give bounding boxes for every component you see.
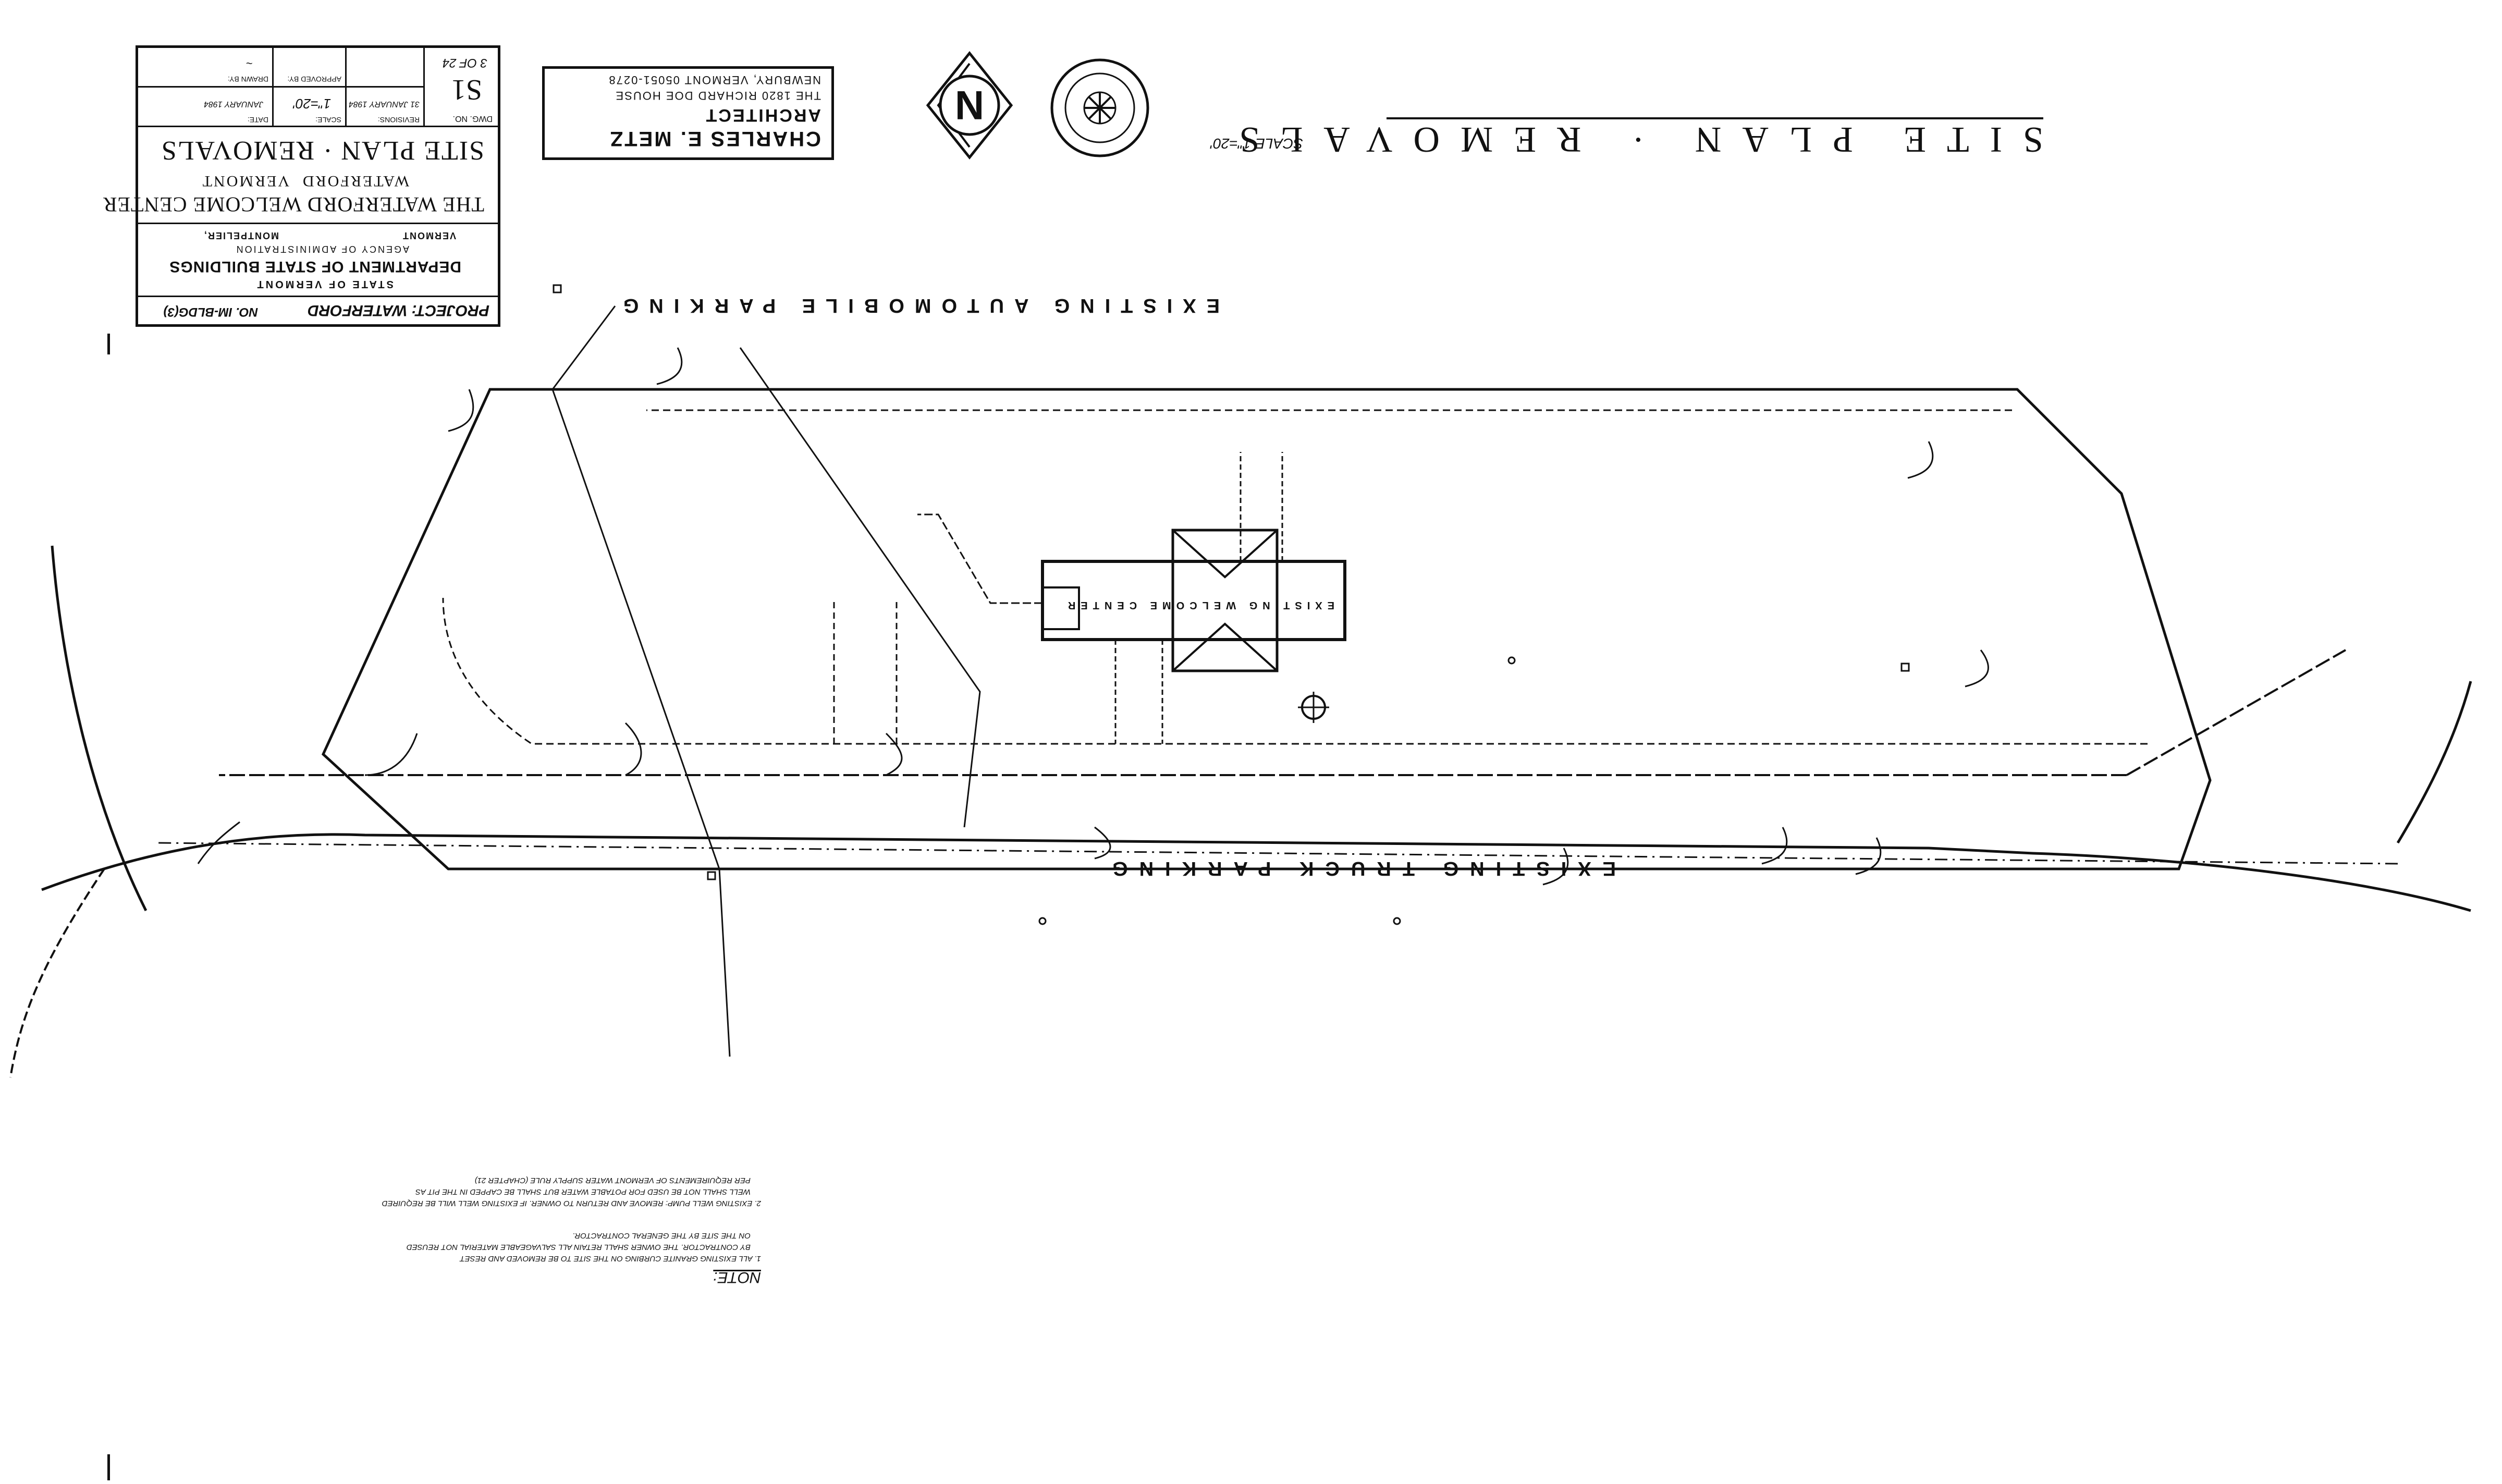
revisions-label: REVISIONS: [377,116,420,124]
walk-to-lot [1114,640,1163,744]
agency-label: AGENCY OF ADMINISTRATION [235,244,409,254]
title-underline [1387,117,2043,119]
utility-pole-line [551,305,731,1057]
walk-to-truck [1240,452,1283,561]
note-1-line-2: BY CONTRACTOR. THE OWNER SHALL RETAIN AL… [406,1243,751,1252]
water-service-line [917,513,1042,604]
margin-tick [107,1454,110,1480]
note-1-line-3: ON THE SITE BY THE GENERAL CONTRACTOR. [572,1231,751,1240]
manhole-cross [1298,692,1329,723]
architect-address-2: NEWBURY, VERMONT 05051-0278 [608,73,821,87]
sheet-title: SITE PLAN · REMOVALS [160,136,484,165]
architect-seal [1050,58,1149,157]
sheet-count: 3 OF 24 [442,56,487,70]
margin-tick [107,334,110,354]
auto-parking-label: EXISTING AUTOMOBILE PARKING [612,295,1220,316]
department-label: DEPARTMENT OF STATE BUILDINGS [169,258,461,275]
north-arrow: N [926,51,1013,160]
project-label: PROJECT: WATERFORD [308,302,489,319]
note-2-line-2: WELL SHALL NOT BE USED FOR POTABLE WATER… [415,1187,751,1196]
auto-lot-curve-right [9,868,105,1078]
access-road-edge [41,833,2471,912]
note-2-line-1: 2. EXISTING WELL PUMP: REMOVE AND RETURN… [382,1199,761,1208]
wing-roof-lines [1172,529,1278,672]
info-grid: DWG. NO. S1 3 OF 24 REVISIONS: 31 JANUAR… [138,48,498,127]
light-pole [1393,917,1401,925]
dwg-no-label: DWG. NO. [452,114,493,123]
town-state-label: VERMONT [201,173,289,190]
date-label: DATE: [247,116,268,124]
state-short-label: VERMONT [402,230,456,241]
scale-label: SCALE: [315,116,341,124]
drawing-scale: SCALE 1"=20' [1210,136,1303,152]
architect-role: ARCHITECT [704,105,821,125]
building-east-edge [833,598,898,744]
state-label: STATE OF VERMONT [255,278,394,290]
electric-line [739,347,981,828]
drawn-label: DRAWN BY: [227,75,268,83]
light-pole [1038,917,1047,925]
approved-label: APPROVED BY: [287,75,341,83]
scale-value: 1"=20' [293,96,331,112]
welcome-center-wing [1171,529,1279,672]
architect-address-1: THE 1820 RICHARD DOE HOUSE [615,89,821,102]
center-name: THE WATERFORD WELCOME CENTER [102,193,484,216]
town-label: WATERFORD [301,173,409,190]
utility-pole-marker [1900,663,1910,672]
title-block: PROJECT: WATERFORD NO. IM-BLDG(3) STATE … [103,45,500,327]
light-pole [1507,656,1516,665]
notes-heading: NOTE: [713,1269,761,1286]
drawing-title: SITE PLAN · REMOVALS [1218,119,2043,160]
annotation-leaders [197,347,1989,886]
project-number: NO. IM-BLDG(3) [163,305,258,319]
north-letter: N [955,82,984,128]
road-curve-left [2396,681,2472,844]
auto-lot-inner-curb [442,409,2148,745]
utility-pole-marker [553,284,562,293]
note-2-line-3: PER REQUIREMENTS OF VERMONT WATER SUPPLY… [474,1176,751,1185]
auto-lot-outline [321,388,2212,870]
welcome-center-label: EXISTING WELCOME CENTER [1062,599,1334,611]
note-1-line-1: 1. ALL EXISTING GRANITE CURBING ON THE S… [460,1254,761,1263]
road-curve-right [51,545,148,912]
date-value: JANUARY 1984 [204,100,263,108]
truck-lot-curb [219,649,2346,776]
drawn-initials: ~ [246,57,253,70]
city-label: MONTPELIER, [203,230,279,241]
architect-block: CHARLES E. METZ ARCHITECT THE 1820 RICHA… [542,66,834,160]
pump-house [1041,586,1080,630]
architect-name: CHARLES E. METZ [608,127,821,150]
general-notes: NOTE: 1. ALL EXISTING GRANITE CURBING ON… [188,1150,761,1286]
dwg-no-value: S1 [451,73,482,106]
revisions-value: 31 JANUARY 1984 [348,100,420,108]
utility-pole-marker [707,871,716,880]
truck-parking-label: EXISTING TRUCK PARKING [1101,857,1616,879]
